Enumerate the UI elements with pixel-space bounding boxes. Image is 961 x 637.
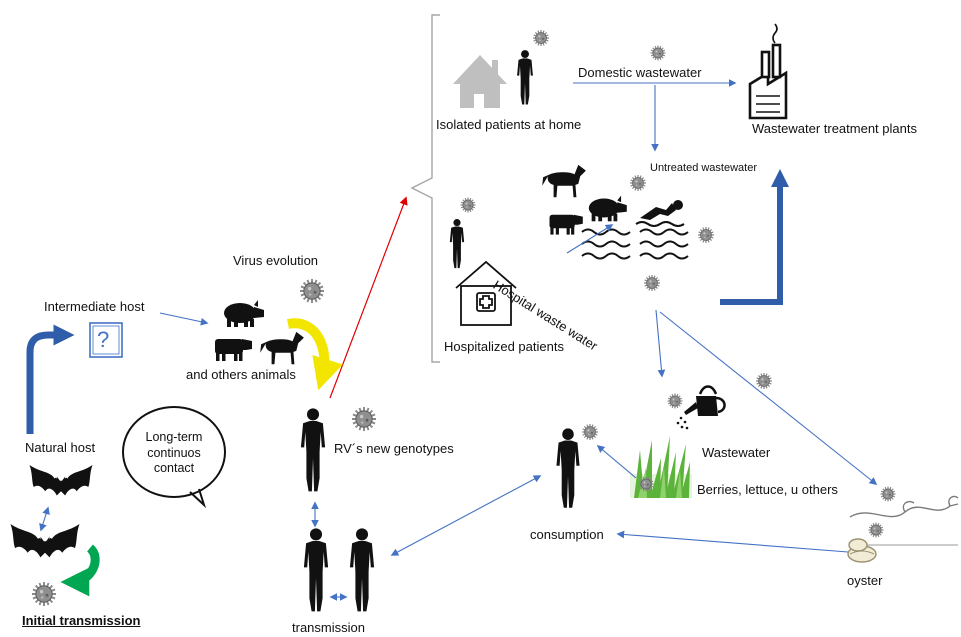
horse-icon bbox=[260, 331, 304, 365]
intermediate-host-question-box bbox=[89, 322, 123, 358]
virus-icon-waves bbox=[697, 226, 715, 244]
question-mark: ? bbox=[97, 327, 110, 352]
label-virus-evolution: Virus evolution bbox=[233, 253, 319, 268]
label-domestic-wastewater: Domestic wastewater bbox=[578, 65, 702, 80]
virus-icon-home bbox=[532, 29, 550, 47]
transmission-person-left-icon bbox=[303, 528, 329, 612]
natural-host-bat-icon bbox=[29, 465, 93, 496]
arrow-water-to-oyster bbox=[659, 311, 878, 485]
arrow-intermediate-to-animals bbox=[159, 312, 209, 326]
label-others-animals: and others animals bbox=[186, 367, 296, 382]
horse-wastewater-icon bbox=[542, 164, 586, 198]
label-new-genotypes: RV´s new genotypes bbox=[334, 441, 454, 456]
label-berries: Berries, lettuce, u others bbox=[697, 482, 838, 497]
label-isolated-patients: Isolated patients at home bbox=[436, 117, 582, 132]
grouping-bracket bbox=[410, 14, 440, 363]
arrow-between-bats bbox=[39, 506, 50, 532]
new-genotype-person-icon bbox=[300, 408, 326, 492]
label-untreated-wastewater: Untreated wastewater bbox=[650, 162, 757, 174]
label-oyster: oyster bbox=[847, 573, 883, 588]
label-consumption: consumption bbox=[530, 527, 604, 542]
pig-wastewater-icon bbox=[588, 195, 627, 222]
grass-icon bbox=[630, 436, 692, 498]
swimmer-icon bbox=[635, 200, 685, 227]
cow-icon bbox=[215, 339, 252, 361]
long-term-contact-bubble: Long-term continuos contact bbox=[122, 406, 226, 498]
label-transmission: transmission bbox=[292, 620, 365, 635]
arrow-water-to-watering bbox=[655, 309, 666, 378]
initial-transmission-bat-icon bbox=[10, 524, 80, 558]
label-long-term-contact: Long-term continuos contact bbox=[145, 430, 203, 476]
label-initial-transmission: Initial transmission bbox=[22, 613, 141, 628]
yellow-evolution-arrow bbox=[287, 318, 343, 391]
arrow-consumer-transmission bbox=[390, 475, 542, 556]
house-icon bbox=[453, 55, 507, 108]
virus-icon-sea-path bbox=[755, 372, 773, 390]
label-wastewater: Wastewater bbox=[702, 445, 771, 460]
virus-icon-sea bbox=[879, 485, 897, 503]
sea-waves-icon bbox=[849, 495, 959, 546]
virus-icon-water bbox=[643, 274, 661, 292]
transmission-person-right-icon bbox=[349, 528, 375, 612]
oyster-icon bbox=[847, 538, 877, 563]
arrow-hospital-to-untreated bbox=[566, 224, 614, 254]
virus-icon-domestic bbox=[649, 44, 667, 62]
arrow-evolution-to-humans bbox=[329, 196, 408, 399]
label-natural-host: Natural host bbox=[25, 440, 96, 455]
virus-icon-genotypes bbox=[351, 406, 377, 432]
hospital-icon bbox=[455, 260, 517, 326]
arrow-produce-to-consumer bbox=[596, 445, 637, 479]
virus-icon-consumer bbox=[581, 423, 599, 441]
consumer-person-icon bbox=[556, 428, 580, 508]
virus-icon-initial bbox=[31, 581, 57, 607]
virus-icon-untreated bbox=[629, 174, 647, 192]
virus-icon-grass bbox=[637, 475, 655, 493]
hospitalized-person-icon bbox=[449, 219, 465, 269]
cow-wastewater-icon bbox=[549, 214, 583, 235]
virus-icon-hospital bbox=[459, 196, 477, 214]
pig-icon bbox=[224, 300, 264, 327]
factory-icon bbox=[748, 23, 788, 120]
watering-can-icon bbox=[676, 385, 726, 430]
arrow-oyster-to-consumption bbox=[616, 530, 849, 553]
virus-icon-watering bbox=[666, 392, 684, 410]
label-intermediate-host: Intermediate host bbox=[44, 299, 145, 314]
wastewater-waves-right-icon bbox=[639, 228, 689, 260]
wastewater-waves-left-icon bbox=[581, 228, 631, 260]
label-wastewater-treatment-plants: Wastewater treatment plants bbox=[752, 121, 917, 136]
virus-icon-oyster bbox=[867, 521, 885, 539]
green-initial-arrow bbox=[60, 544, 100, 597]
label-hospitalized-patients: Hospitalized patients bbox=[444, 339, 564, 354]
thick-arrow-to-treatment bbox=[720, 169, 789, 305]
thick-arrow-natural-to-intermediate bbox=[26, 324, 75, 434]
virus-icon-evolution bbox=[299, 278, 325, 304]
person-at-home-icon bbox=[517, 50, 533, 105]
